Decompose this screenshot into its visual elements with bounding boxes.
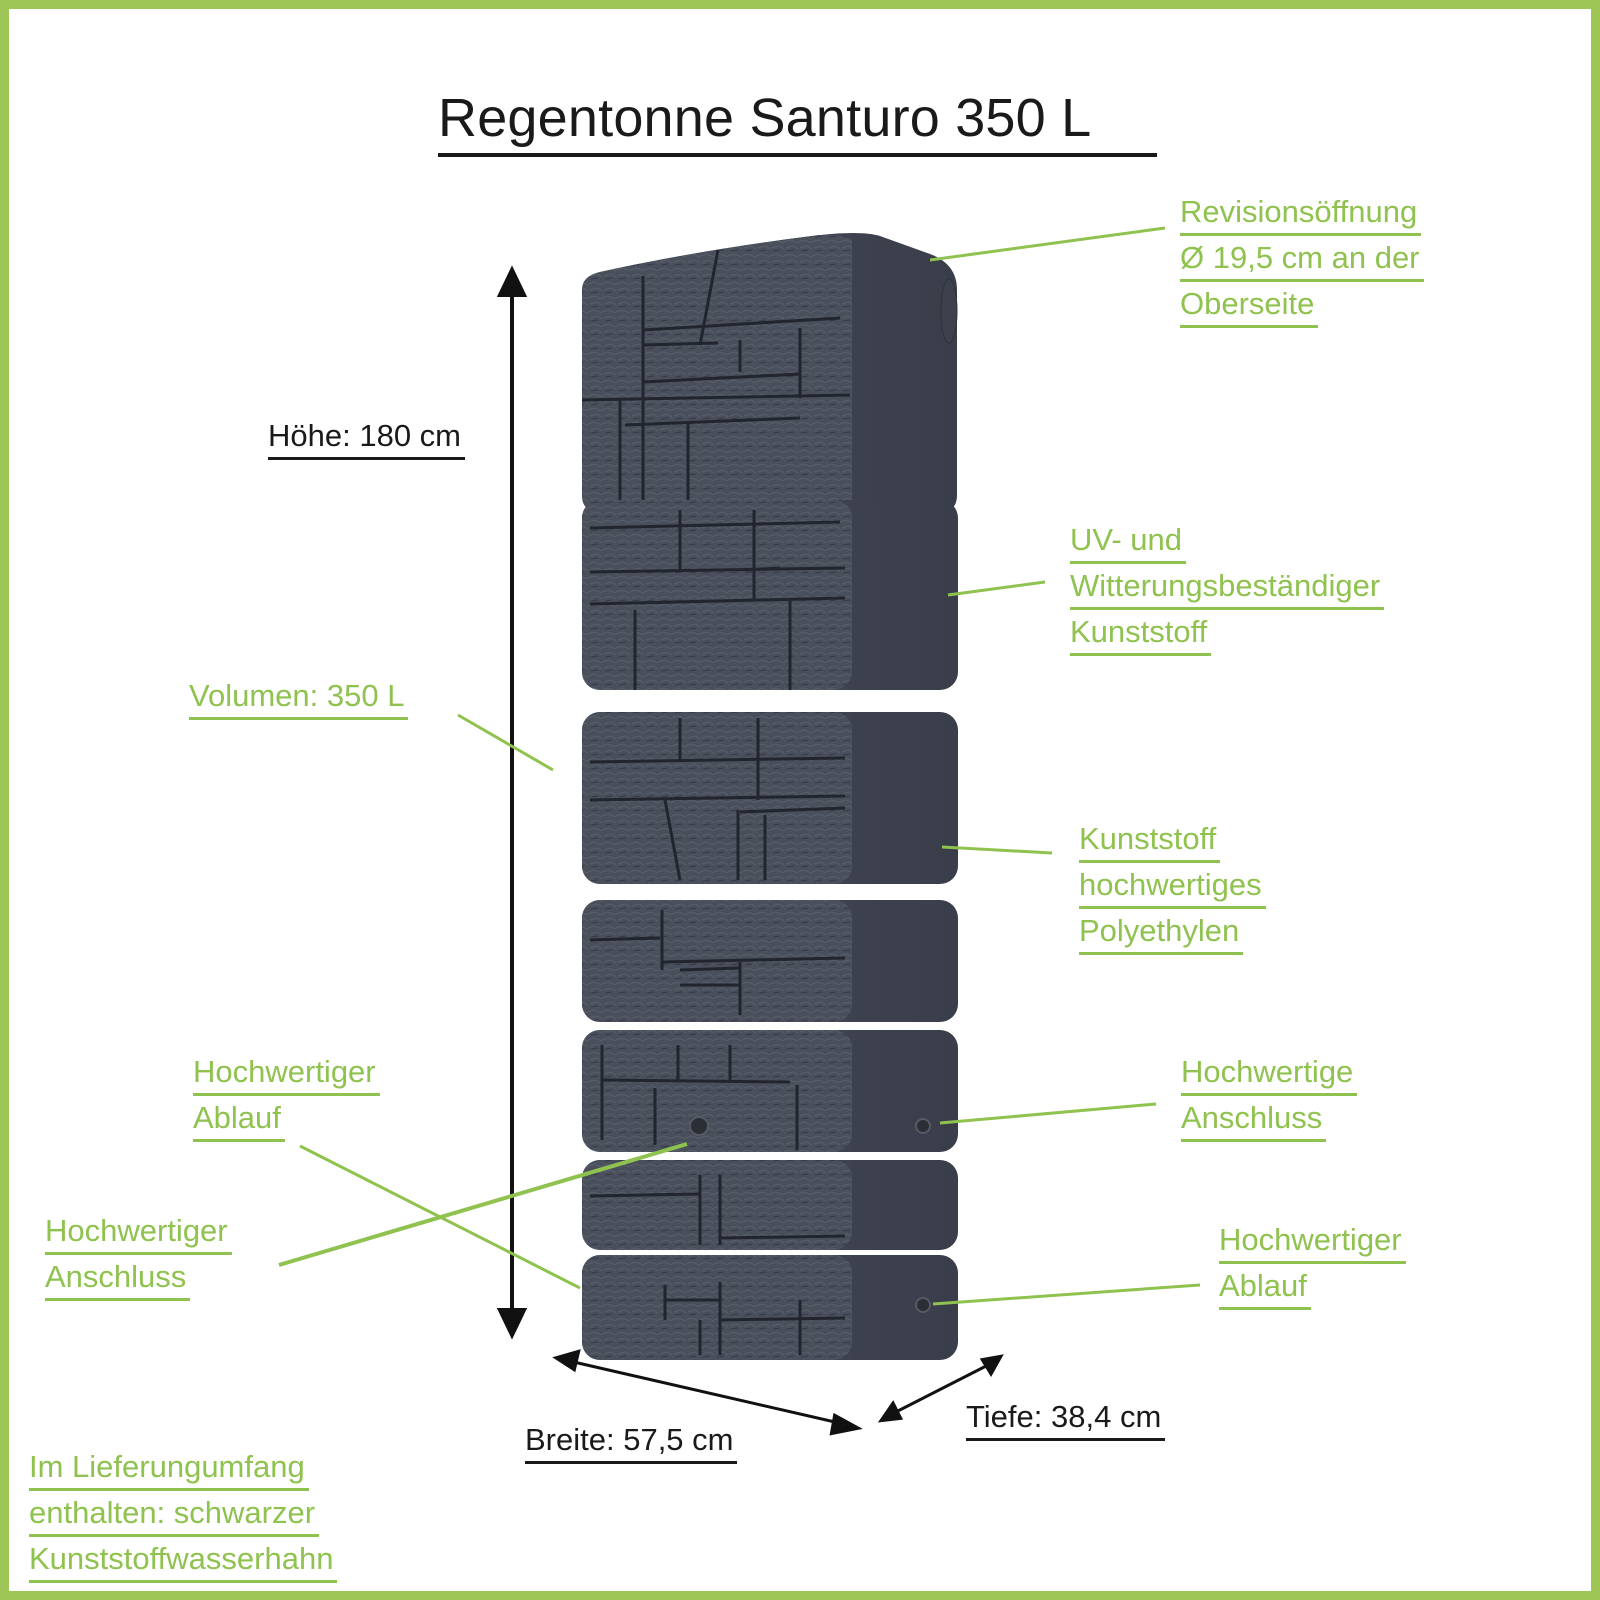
- connection-left-label: Hochwertiger Anschluss: [45, 1209, 232, 1301]
- height-label: Höhe: 180 cm: [268, 414, 465, 460]
- material-label: Kunststoff hochwertiges Polyethylen: [1079, 817, 1266, 955]
- label-line: Revisionsöffnung: [1180, 190, 1422, 236]
- label-line: Volumen: 350 L: [189, 674, 409, 720]
- label-line: UV- und: [1070, 518, 1187, 564]
- label-line: Breite: 57,5 cm: [525, 1418, 738, 1464]
- label-line: hochwertiges: [1079, 863, 1266, 909]
- revision-opening-label: Revisionsöffnung Ø 19,5 cm an der Oberse…: [1180, 190, 1424, 328]
- label-line: Ablauf: [193, 1096, 285, 1142]
- label-line: Hochwertiger: [193, 1050, 380, 1096]
- width-label: Breite: 57,5 cm: [525, 1418, 738, 1464]
- label-line: Hochwertiger: [45, 1209, 232, 1255]
- label-line: Witterungsbeständiger: [1070, 564, 1385, 610]
- label-line: Oberseite: [1180, 282, 1319, 328]
- title-underline: [438, 153, 1157, 157]
- label-line: Hochwertige: [1181, 1050, 1358, 1096]
- label-line: Anschluss: [45, 1255, 191, 1301]
- label-line: Tiefe: 38,4 cm: [966, 1395, 1166, 1441]
- uv-resistant-label: UV- und Witterungsbeständiger Kunststoff: [1070, 518, 1385, 656]
- label-line: Hochwertiger: [1219, 1218, 1406, 1264]
- label-line: Kunststoff: [1079, 817, 1221, 863]
- depth-label: Tiefe: 38,4 cm: [966, 1395, 1166, 1441]
- delivery-contents-label: Im Lieferungumfang enthalten: schwarzer …: [29, 1445, 338, 1583]
- label-line: Höhe: 180 cm: [268, 414, 465, 460]
- label-line: enthalten: schwarzer: [29, 1491, 320, 1537]
- page-title: Regentonne Santuro 350 L: [438, 88, 1092, 148]
- label-line: Kunststoff: [1070, 610, 1212, 656]
- label-line: Polyethylen: [1079, 909, 1244, 955]
- label-line: Anschluss: [1181, 1096, 1327, 1142]
- label-line: Im Lieferungumfang: [29, 1445, 309, 1491]
- outlet-left-label: Hochwertiger Ablauf: [193, 1050, 380, 1142]
- label-line: Ø 19,5 cm an der: [1180, 236, 1424, 282]
- label-line: Ablauf: [1219, 1264, 1311, 1310]
- connection-right-label: Hochwertige Anschluss: [1181, 1050, 1358, 1142]
- volume-label: Volumen: 350 L: [189, 674, 409, 720]
- label-line: Kunststoffwasserhahn: [29, 1537, 338, 1583]
- outlet-right-label: Hochwertiger Ablauf: [1219, 1218, 1406, 1310]
